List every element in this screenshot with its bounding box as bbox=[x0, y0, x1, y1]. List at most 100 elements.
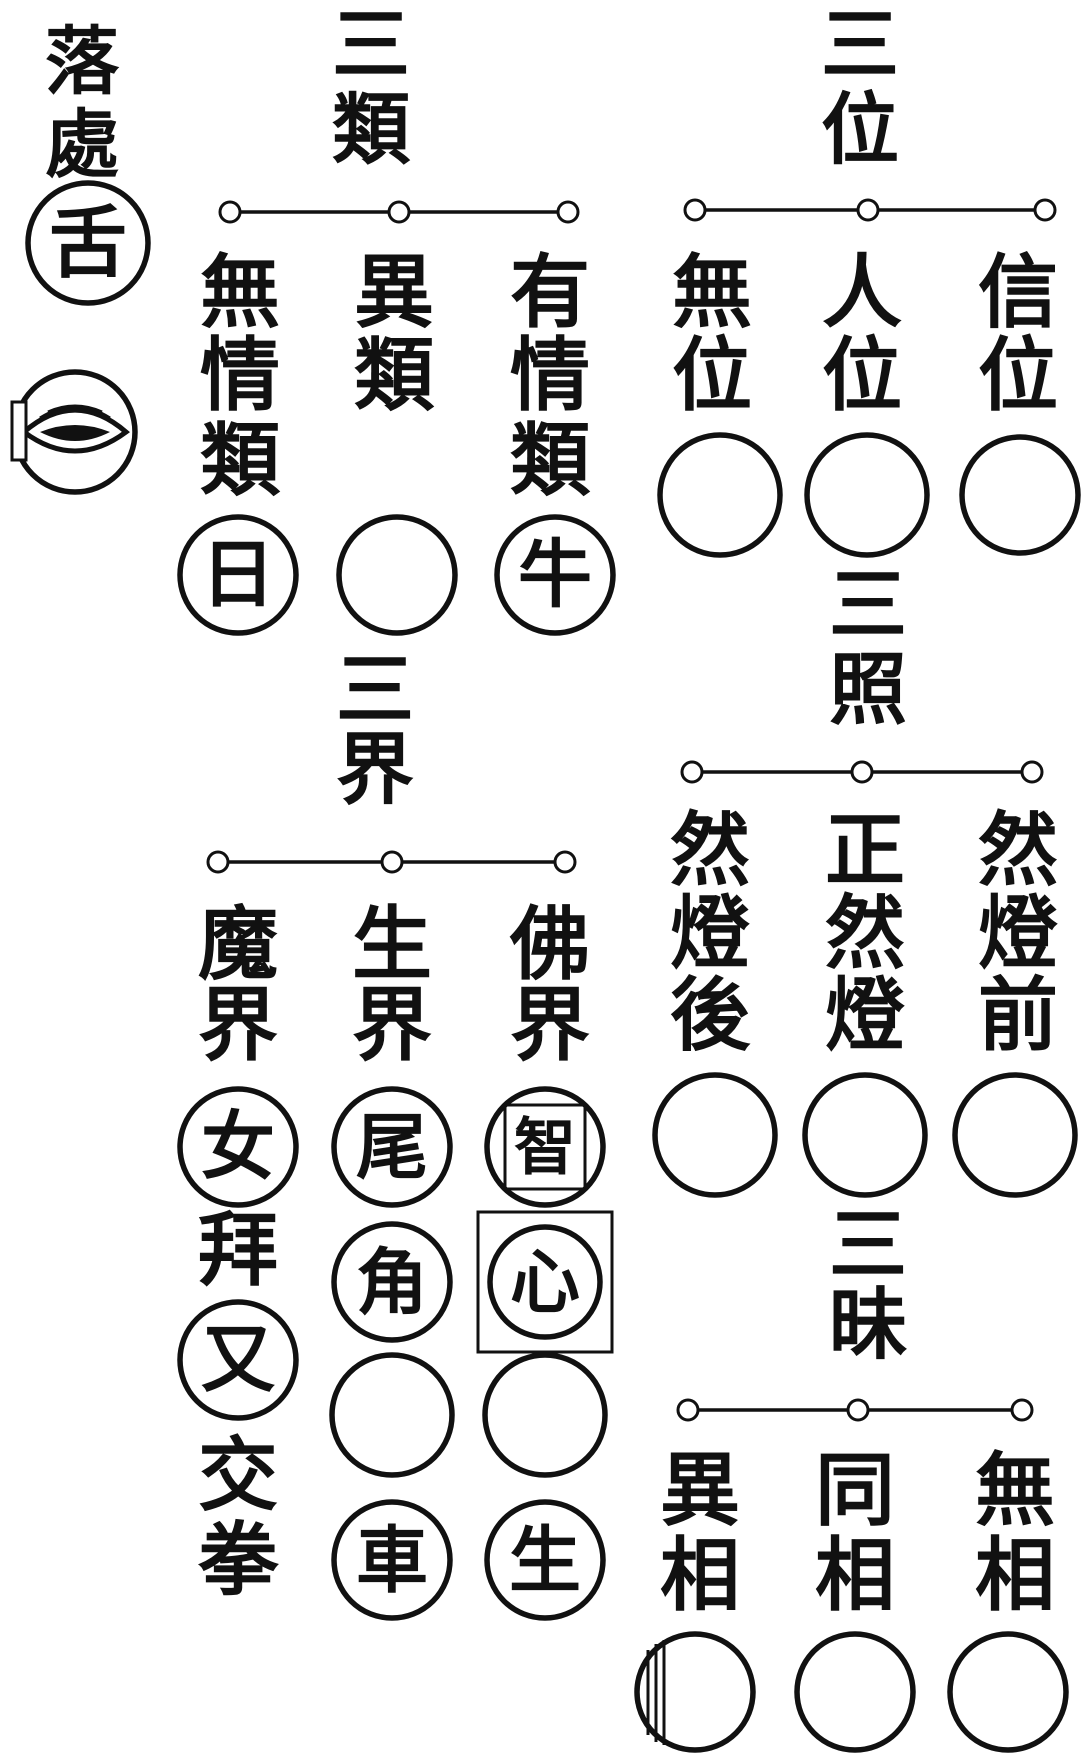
connector-node bbox=[1020, 760, 1044, 784]
item-label-char: 正 bbox=[825, 803, 905, 897]
item-label-char: 交 bbox=[198, 1428, 278, 1522]
section-three-positions: 三 位 無 位 人 位 信 位 bbox=[657, 0, 1081, 558]
item-label-char: 無 bbox=[200, 245, 280, 339]
connector-node bbox=[846, 1398, 870, 1422]
item-label-char: 然 bbox=[670, 803, 750, 897]
symbol-circle bbox=[657, 432, 783, 558]
section-heading-char: 三 bbox=[821, 0, 899, 91]
connector-node bbox=[683, 198, 707, 222]
symbol-circle bbox=[482, 1352, 608, 1478]
item-label-char: 同 bbox=[815, 1443, 895, 1537]
symbol-circle-label: 生 bbox=[509, 1518, 581, 1603]
item-label-char: 人 bbox=[822, 245, 902, 339]
item-label-char: 界 bbox=[510, 978, 590, 1072]
item-label-char: 燈 bbox=[978, 886, 1058, 980]
item-label-char: 相 bbox=[660, 1528, 740, 1622]
item-label-char: 異 bbox=[660, 1443, 740, 1537]
title-char: 落 bbox=[45, 19, 120, 105]
symbol-circle-label: 女 bbox=[201, 1104, 275, 1190]
section-heading-char: 照 bbox=[829, 645, 907, 736]
item-label-char: 異 bbox=[354, 245, 434, 339]
symbol-circle bbox=[331, 1499, 453, 1621]
symbol-circle-label: 尾 bbox=[356, 1105, 428, 1190]
item-label-char: 類 bbox=[510, 413, 591, 507]
symbol-circle bbox=[804, 432, 930, 558]
symbol-circle bbox=[177, 514, 299, 636]
item-label-char: 魔 bbox=[198, 897, 278, 991]
connector-node bbox=[856, 198, 880, 222]
symbol-circle bbox=[952, 1072, 1078, 1198]
section-three-samadhi: 三 昧 異 相 同 相 無 相 bbox=[634, 1200, 1069, 1753]
connector-node bbox=[556, 200, 580, 224]
symbol-circle-label: 心 bbox=[510, 1241, 580, 1324]
symbol-circle bbox=[177, 1299, 299, 1421]
symbol-circle-label: 車 bbox=[356, 1518, 428, 1603]
section-three-illuminations: 三 照 然 燈 後 正 然 燈 然 燈 前 bbox=[652, 560, 1078, 1198]
connector-node bbox=[850, 760, 874, 784]
symbol-circle bbox=[336, 514, 458, 636]
item-label-char: 無 bbox=[975, 1443, 1055, 1537]
connector-node bbox=[1033, 198, 1057, 222]
item-label-char: 類 bbox=[200, 413, 281, 507]
section-heading-char: 界 bbox=[336, 725, 414, 816]
symbol-circle bbox=[634, 1631, 756, 1753]
item-label-char: 佛 bbox=[509, 897, 590, 991]
hatch-marks bbox=[646, 1640, 666, 1745]
connector-node bbox=[206, 850, 230, 874]
symbol-circle-label: 智 bbox=[514, 1111, 576, 1184]
symbol-circle bbox=[331, 1221, 453, 1343]
title-char: 處 bbox=[45, 102, 119, 188]
item-label-char: 拳 bbox=[197, 1513, 280, 1607]
symbol-circle bbox=[484, 1499, 606, 1621]
item-label-char: 類 bbox=[354, 328, 435, 422]
eye-icon bbox=[10, 369, 138, 495]
section-heading-char: 三 bbox=[336, 645, 414, 736]
connector-node bbox=[387, 200, 411, 224]
tongue-circle bbox=[25, 180, 151, 306]
connector-node bbox=[1010, 1398, 1034, 1422]
seal-box bbox=[503, 1103, 587, 1191]
symbol-circle bbox=[484, 1086, 606, 1208]
section-three-classes: 三 類 無 情 類 日 異 類 有 情 類 牛 bbox=[177, 0, 616, 636]
symbol-circle-label: 角 bbox=[356, 1240, 428, 1325]
connector-node bbox=[218, 200, 242, 224]
symbol-circle bbox=[802, 1072, 928, 1198]
item-label-char: 情 bbox=[200, 328, 280, 422]
symbol-circle bbox=[331, 1086, 453, 1208]
item-label-char: 燈 bbox=[825, 968, 905, 1062]
connector-node bbox=[676, 1398, 700, 1422]
item-label-char: 前 bbox=[978, 968, 1058, 1062]
item-label-char: 拜 bbox=[198, 1203, 278, 1297]
seal-box bbox=[476, 1210, 614, 1354]
item-label-char: 信 bbox=[978, 245, 1058, 339]
item-label-char: 然 bbox=[978, 803, 1058, 897]
symbol-circle bbox=[794, 1631, 916, 1753]
connector-node bbox=[680, 760, 704, 784]
symbol-circle bbox=[959, 434, 1081, 556]
title-group: 落 處 舌 bbox=[10, 19, 151, 495]
tongue-circle-label: 舌 bbox=[49, 198, 127, 289]
item-label-char: 然 bbox=[825, 886, 905, 980]
item-label-char: 位 bbox=[978, 328, 1058, 422]
section-three-realms: 三 界 魔 界 女 拜 又 交 拳 生 界 尾 角 車 佛 界 智 心 bbox=[177, 645, 614, 1621]
symbol-circle-label: 又 bbox=[201, 1317, 275, 1403]
symbol-circle bbox=[487, 1224, 603, 1340]
item-label-char: 位 bbox=[822, 328, 902, 422]
section-heading-char: 位 bbox=[821, 85, 899, 176]
section-heading-char: 三 bbox=[332, 0, 410, 91]
item-label-char: 相 bbox=[975, 1528, 1055, 1622]
item-label-char: 界 bbox=[352, 978, 432, 1072]
item-label-char: 生 bbox=[352, 897, 432, 991]
item-label-char: 情 bbox=[510, 328, 590, 422]
item-label-char: 位 bbox=[672, 328, 752, 422]
item-label-char: 相 bbox=[815, 1528, 895, 1622]
section-heading-char: 昧 bbox=[829, 1280, 907, 1371]
item-label-char: 有 bbox=[510, 245, 590, 339]
item-label-char: 後 bbox=[670, 968, 751, 1062]
item-label-char: 燈 bbox=[670, 886, 750, 980]
symbol-circle-label: 日 bbox=[201, 532, 275, 618]
section-heading-char: 三 bbox=[829, 560, 907, 651]
symbol-circle bbox=[947, 1631, 1069, 1753]
symbol-circle bbox=[494, 514, 616, 636]
